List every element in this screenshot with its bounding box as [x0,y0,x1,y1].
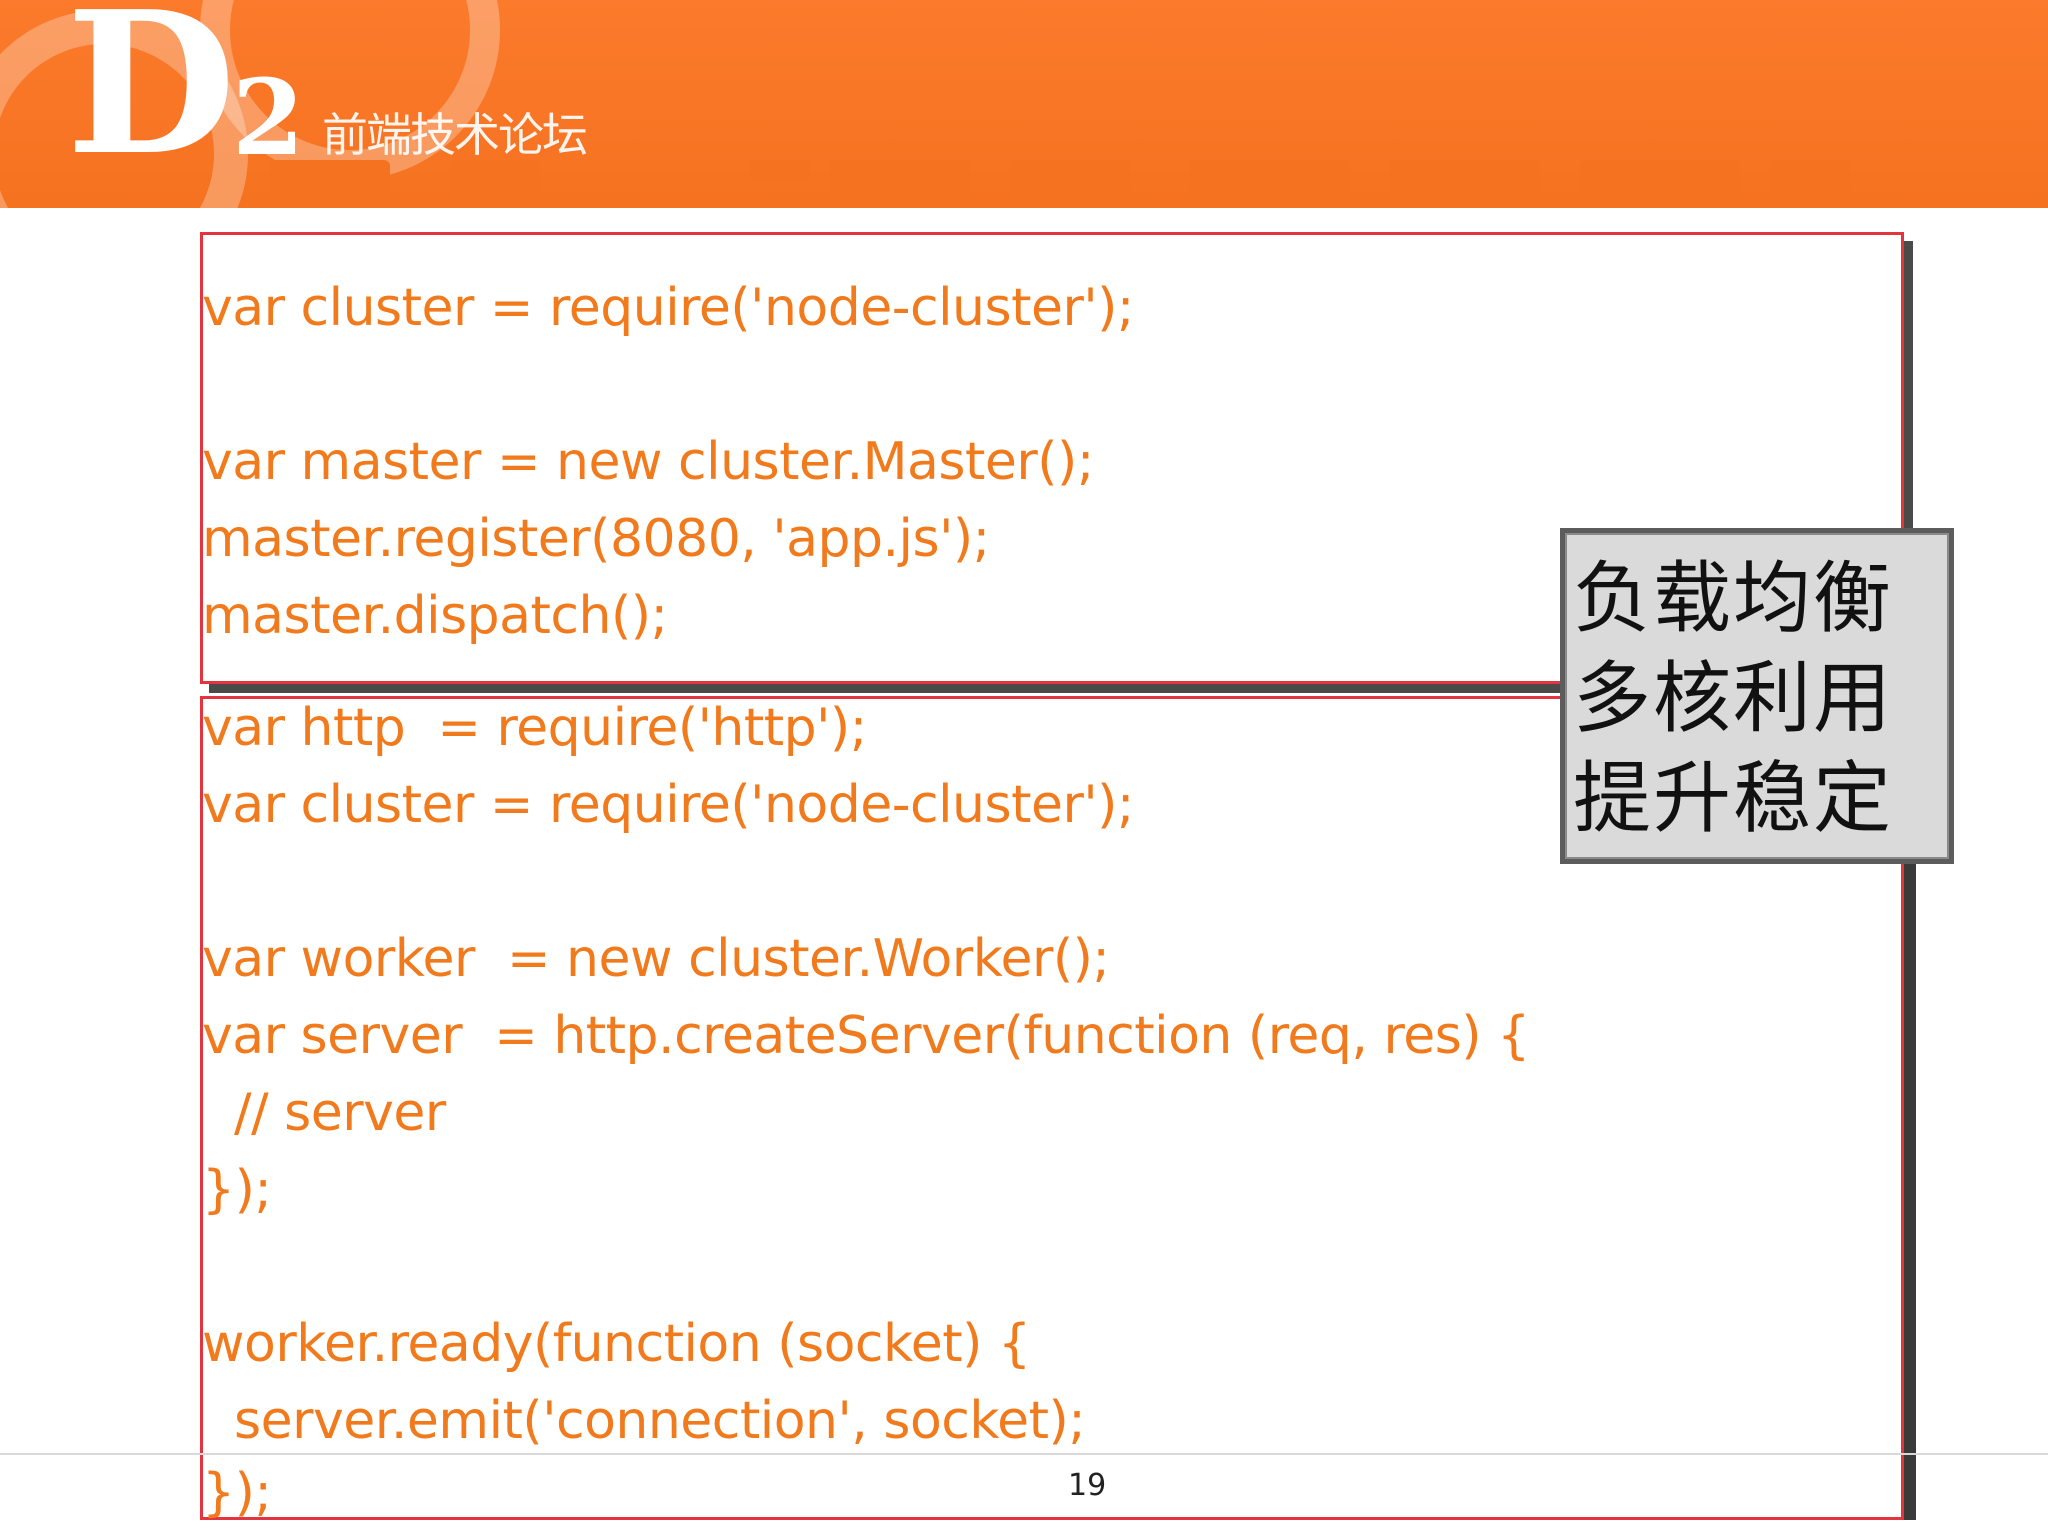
logo-mark: D [66,0,236,199]
code-line: }); [202,1160,272,1220]
forum-name: 前端技术论坛 [322,108,588,162]
code-line: worker.ready(function (socket) { [202,1314,1031,1374]
benefits-callout: 负载均衡 多核利用 提升稳定 [1560,528,1954,864]
code-line: var cluster = require('node-cluster'); [202,278,1134,338]
logo-superscript: 2 [232,56,305,179]
master-code-box [200,232,1904,684]
code-line: var worker = new cluster.Worker(); [202,929,1110,989]
footer-divider [0,1453,2048,1455]
page-number: 19 [1068,1468,1107,1503]
code-line: master.register(8080, 'app.js'); [202,509,990,569]
callout-line: 多核利用 [1573,654,1894,744]
code-line: }); [202,1463,272,1523]
code-line: server.emit('connection', socket); [202,1391,1086,1451]
worker-code-box [200,696,1904,1520]
callout-line: 提升稳定 [1573,754,1894,844]
code-line: master.dispatch(); [202,586,668,646]
code-line: var cluster = require('node-cluster'); [202,775,1134,835]
code-line: var server = http.createServer(function … [202,1006,1530,1066]
callout-line: 负载均衡 [1573,554,1894,644]
code-line: // server [202,1083,446,1143]
code-line: var http = require('http'); [202,698,867,758]
code-line: var master = new cluster.Master(); [202,432,1094,492]
